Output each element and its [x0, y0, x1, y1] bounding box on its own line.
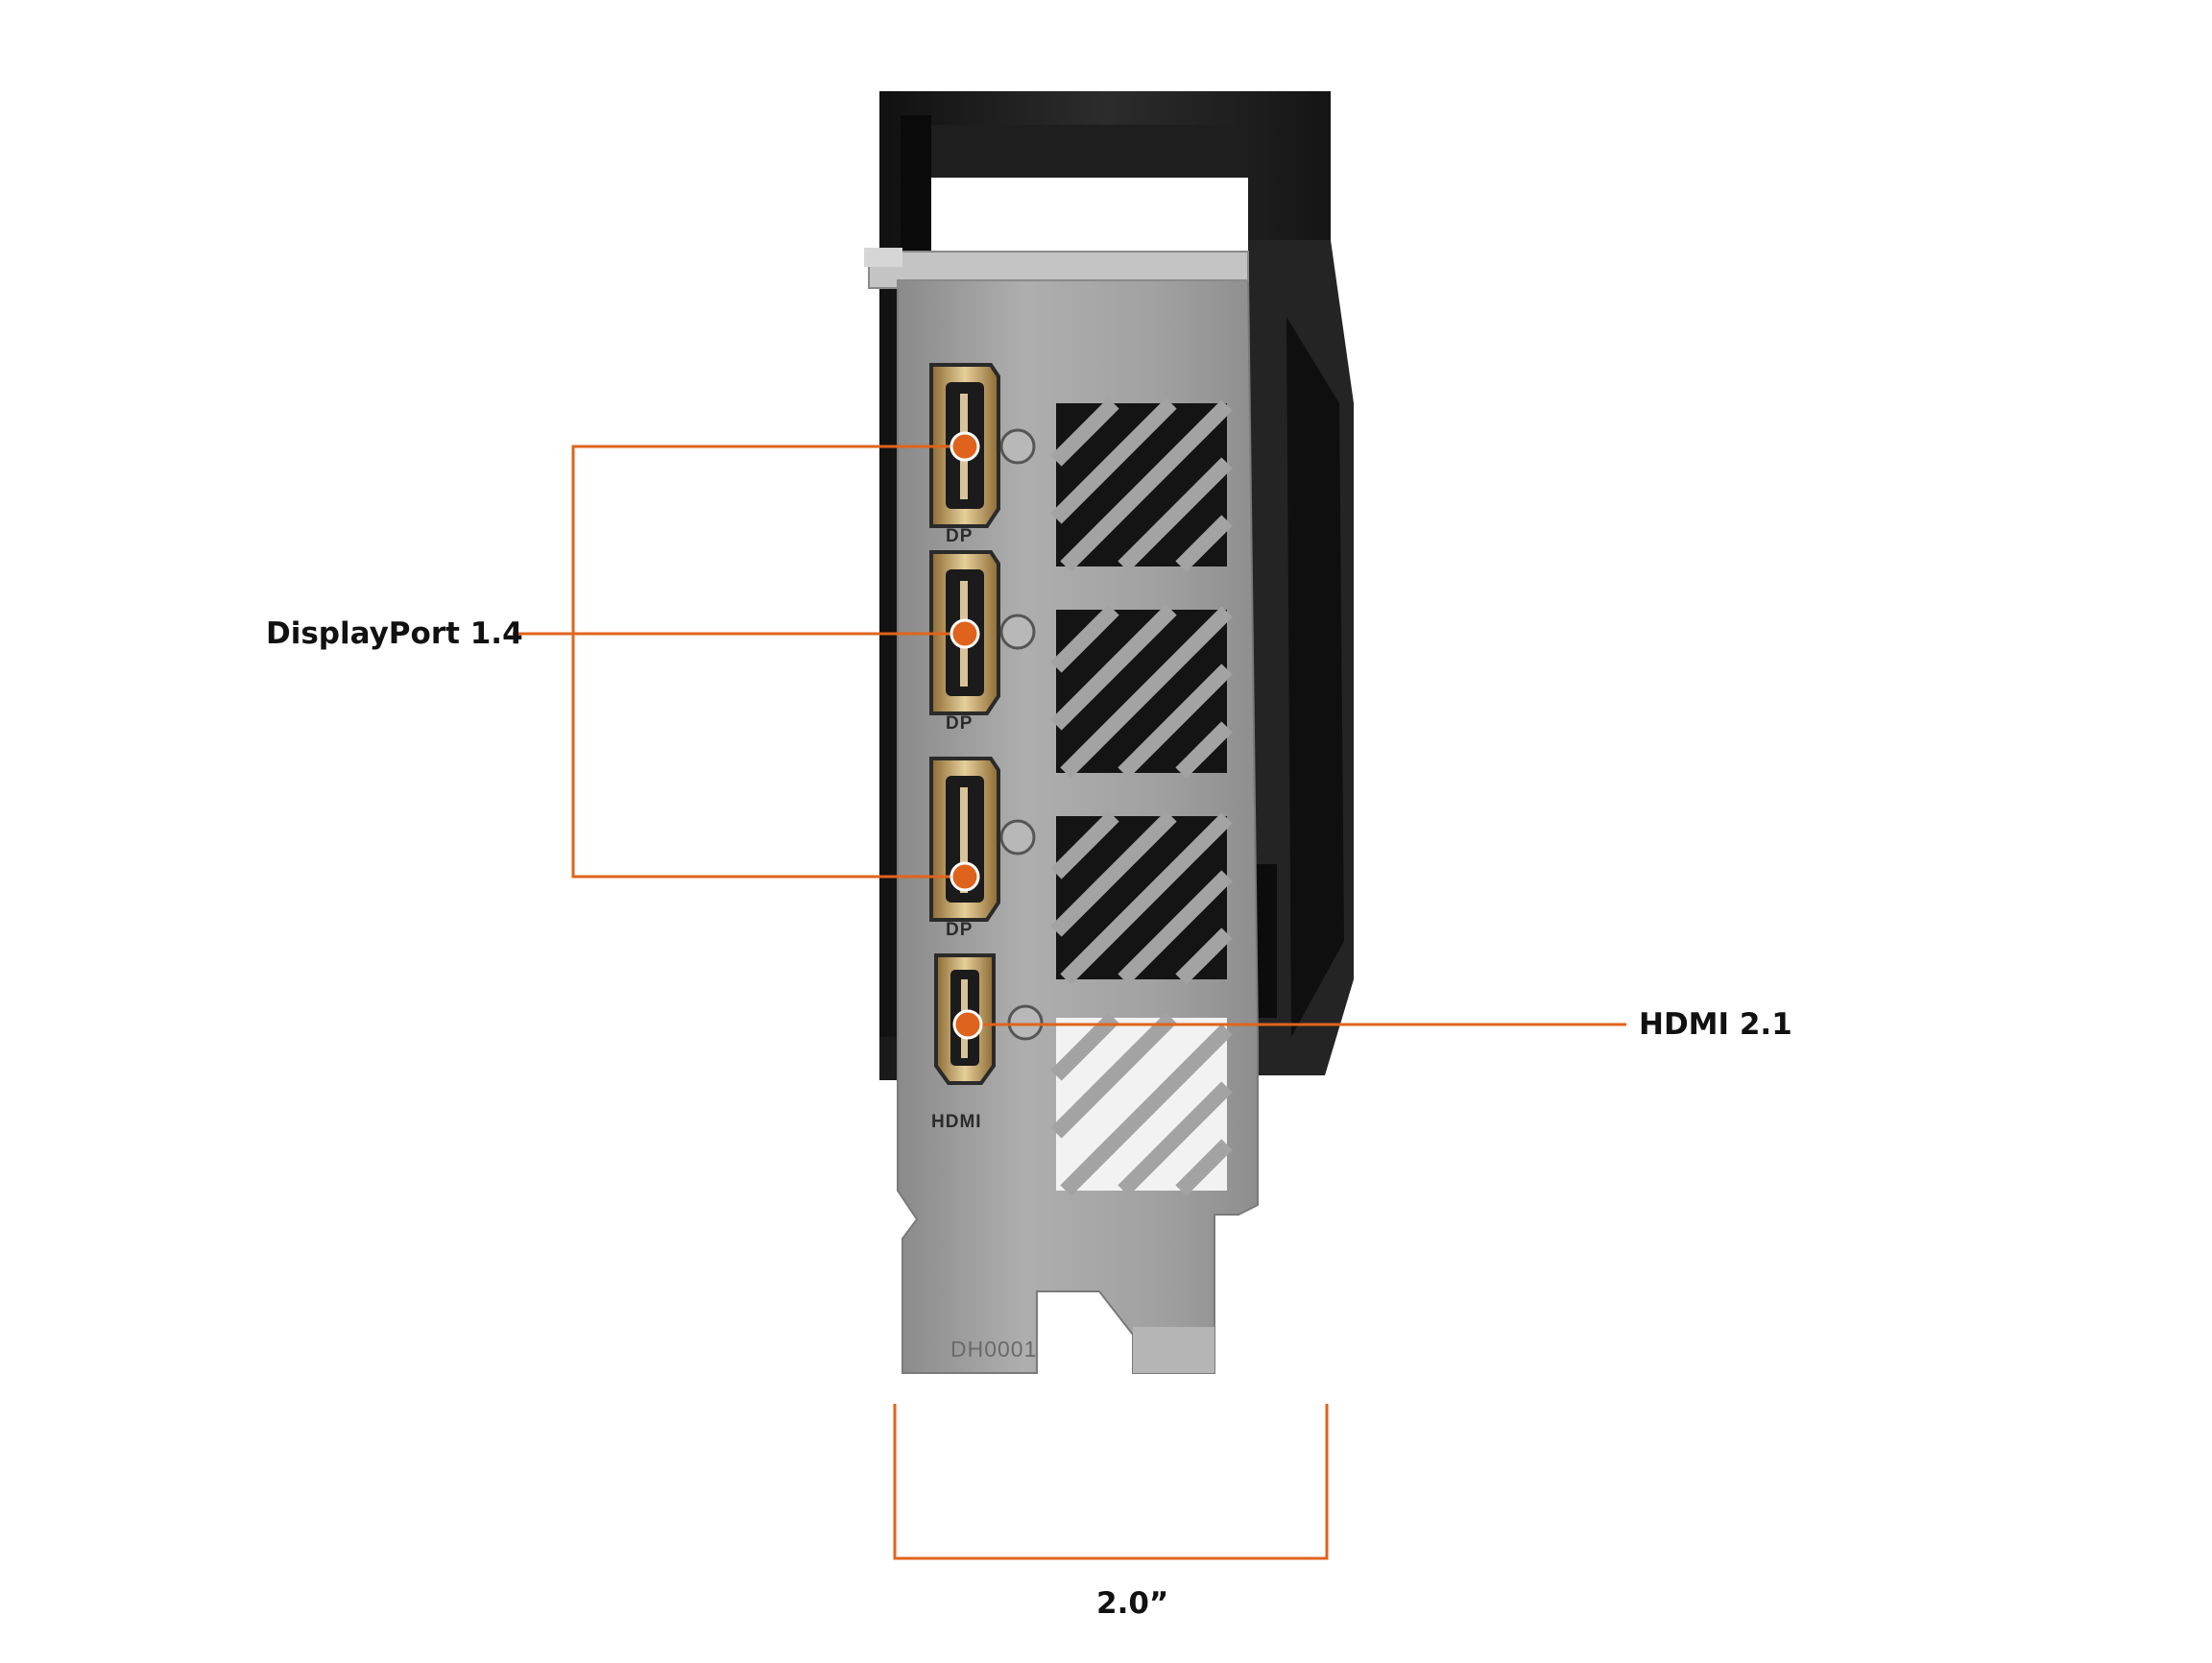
hdmi-callout: [952, 1009, 1626, 1040]
displayport-connector-3: [929, 757, 1000, 922]
hdmi-label: HDMI 2.1: [1639, 1007, 1792, 1042]
displayport-marker-2: [950, 618, 980, 649]
hdmi-marker: [952, 1009, 983, 1040]
displayport-markers: [950, 431, 980, 892]
displayport-marker-3: [950, 861, 980, 892]
displayport-marker-1: [950, 431, 980, 462]
displayport-callout: [513, 445, 965, 879]
bracket-screws: [999, 428, 1044, 1041]
displayport-label: DisplayPort 1.4: [266, 616, 523, 651]
dp-mark-1: DP: [946, 526, 974, 546]
dp-mark-2: DP: [946, 713, 974, 734]
dp-mark-3: DP: [946, 920, 974, 940]
bracket-part-code: DH0001: [950, 1337, 1038, 1362]
vent-grille: [1050, 398, 1233, 1196]
width-dimension-bracket: [893, 1404, 1329, 1560]
hdmi-mark: HDMI: [931, 1112, 982, 1132]
width-label: 2.0”: [1096, 1586, 1169, 1621]
